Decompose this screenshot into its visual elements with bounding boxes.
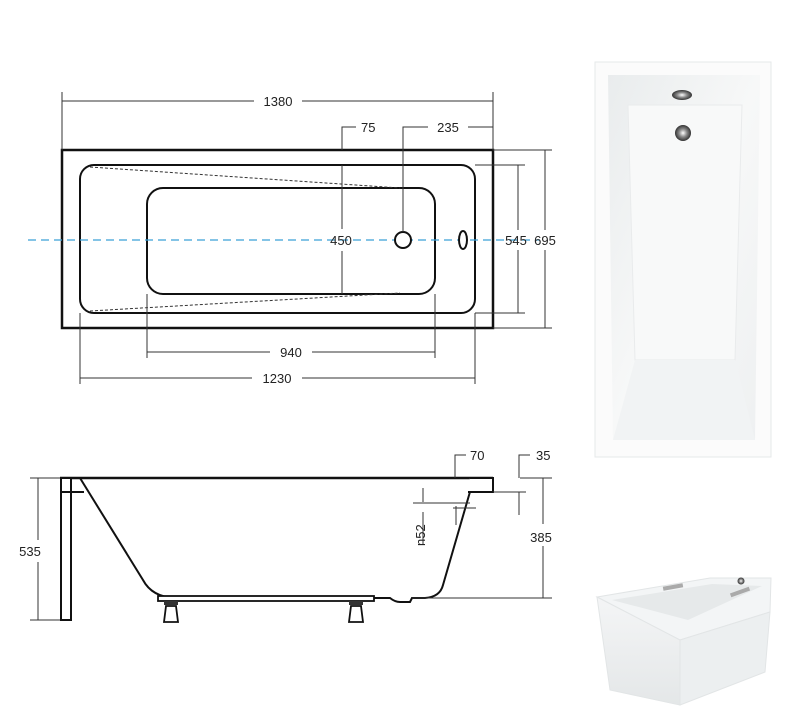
drain-icon <box>675 125 691 141</box>
faucet-icon <box>672 90 692 100</box>
dim-rim-thickness: 35 <box>536 448 550 463</box>
right-rim <box>468 477 494 493</box>
outer-rim <box>60 148 495 330</box>
handle-icon <box>729 586 751 598</box>
bathtub-perspective-photo <box>595 577 772 706</box>
basin-bottom-outline <box>146 187 436 295</box>
inner-basin-outline <box>79 164 476 314</box>
drain-icon <box>737 577 745 585</box>
base-frame <box>157 595 375 602</box>
dim-drain-diameter: n52 <box>413 524 428 546</box>
foot-left-icon <box>162 601 180 623</box>
handle-icon <box>662 583 684 591</box>
slope-line-bottom <box>89 292 401 312</box>
bathtub-top-photo <box>594 61 772 458</box>
drain-icon <box>394 231 412 249</box>
dim-overflow-offset: 75 <box>361 120 375 135</box>
dim-interior-length: 1230 <box>263 371 292 386</box>
dim-overall-width: 695 <box>534 233 556 248</box>
overflow-icon <box>458 230 468 250</box>
dim-overall-length: 1380 <box>264 94 293 109</box>
dim-drain-offset: 235 <box>437 120 459 135</box>
side-view: 535 70 35 n52 385 <box>19 448 552 623</box>
foot-right-icon <box>347 601 365 623</box>
dim-interior-width: 545 <box>505 233 527 248</box>
slope-line-top <box>89 166 401 189</box>
basin-profile <box>79 477 475 603</box>
dim-depth: 385 <box>530 530 552 545</box>
dim-inner-width: 450 <box>330 233 352 248</box>
dim-rim-width: 70 <box>470 448 484 463</box>
front-panel <box>60 477 72 621</box>
dim-bottom-length: 940 <box>280 345 302 360</box>
top-view: 1380 75 235 450 545 695 940 1230 <box>28 92 556 386</box>
dim-panel-height: 535 <box>19 544 41 559</box>
